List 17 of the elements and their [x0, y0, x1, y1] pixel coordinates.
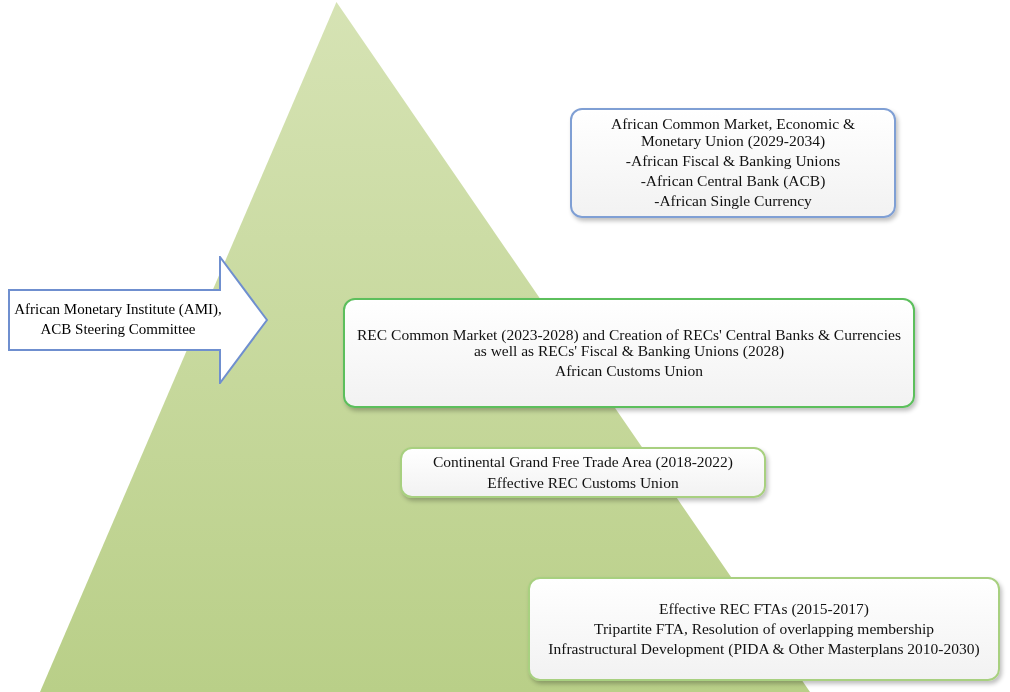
stage-heading: African Common Market, Economic & Monetary Union (2029-2034) — [609, 116, 857, 149]
stage-box — [570, 108, 896, 218]
stage-item: African Customs Union — [554, 363, 704, 380]
arrow-text: African Monetary Institute (AMI), — [14, 302, 222, 318]
stage-heading: Continental Grand Free Trade Area (2018-2022) — [432, 454, 733, 471]
stage-heading: Effective REC FTAs (2015-2017) — [659, 600, 869, 617]
stage-box — [528, 577, 1000, 681]
stage-box — [343, 298, 915, 408]
block-arrow — [8, 256, 268, 384]
stage-item: Tripartite FTA, Resolution of overlapping membership — [594, 620, 934, 638]
stage-item: -African Central Bank (ACB) — [640, 173, 826, 190]
stage-item: -African Single Currency — [654, 193, 812, 210]
arrow-text: ACB Steering Committee — [40, 322, 196, 338]
stage-item: -African Fiscal & Banking Unions — [625, 152, 841, 170]
stage-heading: REC Common Market (2023-2028) and Creation of RECs' Central Banks & Currencies as well as RECs' Fiscal & Banking Unions (2028) — [356, 326, 902, 360]
stage-item: Infrastructural Development (PIDA & Other Masterplans 2010-2030) — [548, 641, 980, 658]
stage-item: Effective REC Customs Union — [487, 474, 679, 491]
